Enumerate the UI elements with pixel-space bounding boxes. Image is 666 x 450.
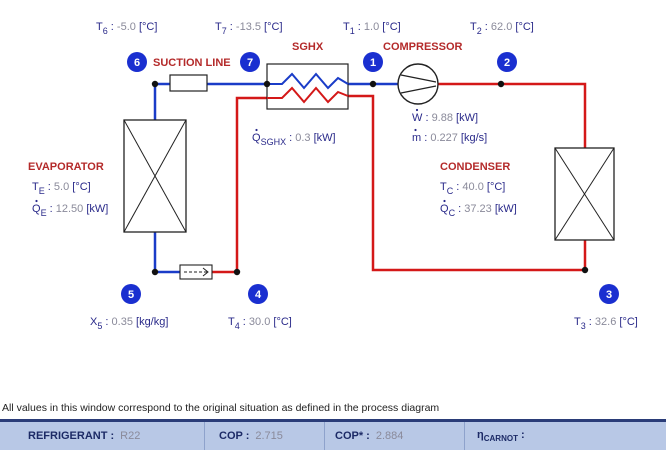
value-qsghx-label: QSGHX : 0.3 [kW] (252, 132, 336, 147)
node-badge-1: 1 (363, 52, 383, 72)
footnote-text: All values in this window correspond to … (2, 402, 440, 414)
node-number-6: 6 (134, 57, 140, 69)
compressor-symbol (397, 63, 439, 105)
state-t4-label: T4 : 30.0 [°C] (228, 316, 292, 331)
value-w-label: W : 9.88 [kW] (412, 112, 478, 124)
state-t3-label: T3 : 32.6 [°C] (574, 316, 638, 331)
node-number-7: 7 (247, 57, 253, 69)
low-pressure-piping (153, 82, 398, 274)
cop-star-cell: COP* : 2.884 (325, 422, 465, 450)
state-point-labels: T6 : -5.0 [°C] T7 : -13.5 [°C] T1 : 1.0 [°… (90, 21, 638, 331)
cop-star-label: COP* : (335, 430, 370, 442)
state-t7-label: T7 : -13.5 [°C] (215, 21, 283, 36)
value-qe-label-dot (35, 199, 38, 203)
state-t1-label: T1 : 1.0 [°C] (343, 21, 401, 36)
component-value-labels: QSGHX : 0.3 [kW] W : 9.88 [kW] m : 0.227 [… (32, 108, 517, 218)
state-t6-label: T6 : -5.0 [°C] (96, 21, 157, 36)
node-number-2: 2 (504, 57, 510, 69)
carnot-efficiency-cell: ηCARNOT : (465, 422, 666, 450)
node-number-5: 5 (128, 289, 134, 301)
suction-line-label: SUCTION LINE (153, 57, 231, 69)
node-number-3: 3 (606, 289, 612, 301)
refrigeration-cycle-diagram: 6 7 1 2 3 4 5 SUCTION LINE SGHX COMPRESS… (28, 21, 638, 331)
value-qc-label-dot (443, 199, 446, 203)
refrigerant-value: R22 (120, 430, 141, 442)
value-m-label: m : 0.227 [kg/s] (412, 132, 487, 144)
value-qc-label: QC : 37.23 [kW] (440, 203, 517, 218)
high-pressure-piping (212, 82, 587, 274)
node-badge-7: 7 (240, 52, 260, 72)
status-bar: REFRIGERANT : R22 COP : 2.715 COP* : 2.8… (0, 419, 666, 450)
cop-label: COP : (219, 430, 250, 442)
value-tc-label: TC : 40.0 [°C] (440, 181, 505, 196)
cop-cell: COP : 2.715 (205, 422, 325, 450)
sghx-label: SGHX (292, 41, 324, 53)
cop-star-value: 2.884 (375, 430, 404, 442)
cop-value: 2.715 (255, 430, 283, 442)
refrigerant-cell: REFRIGERANT : R22 (0, 422, 205, 450)
junction-dots (151, 80, 589, 276)
value-m-label-dot (414, 128, 417, 132)
condenser-box (554, 147, 615, 241)
compressor-label: COMPRESSOR (383, 41, 463, 53)
sghx-heat-exchanger (266, 63, 349, 110)
value-te-label: TE : 5.0 [°C] (32, 181, 91, 196)
value-qsghx-label-dot (255, 128, 258, 132)
state-t2-label: T2 : 62.0 [°C] (470, 21, 534, 36)
state-x5-label: X5 : 0.35 [kg/kg] (90, 316, 168, 331)
node-number-1: 1 (370, 57, 376, 69)
node-number-4: 4 (255, 289, 262, 301)
evaporator-label: EVAPORATOR (28, 161, 104, 173)
condenser-label: CONDENSER (440, 161, 510, 173)
node-badge-5: 5 (121, 284, 141, 304)
carnot-efficiency-label: ηCARNOT : (477, 428, 525, 444)
value-qe-label: QE : 12.50 [kW] (32, 203, 108, 218)
suction-line-pipe (169, 74, 208, 92)
node-badge-4: 4 (248, 284, 268, 304)
node-badge-3: 3 (599, 284, 619, 304)
expansion-valve (179, 264, 213, 280)
refrigerant-label: REFRIGERANT : (28, 430, 115, 442)
node-badge-2: 2 (497, 52, 517, 72)
node-badge-6: 6 (127, 52, 147, 72)
evaporator-box (123, 119, 187, 233)
value-w-label-dot (415, 108, 419, 112)
